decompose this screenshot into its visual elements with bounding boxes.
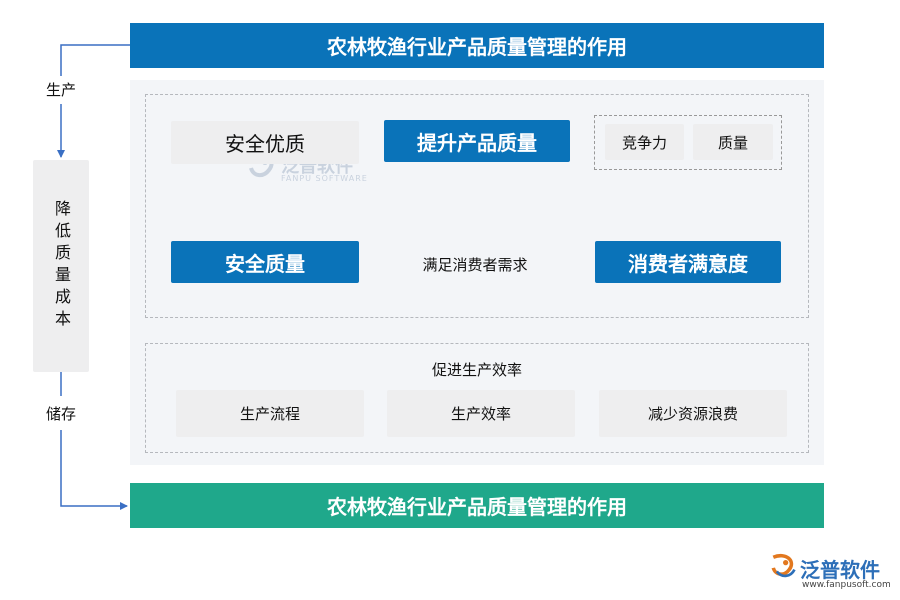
production-efficiency-box: 生产效率	[387, 390, 575, 437]
reduce-waste-box: 减少资源浪费	[599, 390, 787, 437]
fanpu-logo: 泛普软件 www.fanpusoft.com	[768, 552, 896, 596]
logo-url: www.fanpusoft.com	[802, 580, 891, 590]
connector-top-to-side	[60, 44, 130, 76]
storage-label: 储存	[45, 404, 76, 423]
safe-quality-text: 安全优质	[225, 132, 305, 156]
reduce-quality-cost-text: 降低质量成本	[52, 200, 71, 332]
upper-group	[145, 94, 809, 318]
production-process-text: 生产流程	[239, 405, 300, 423]
improve-quality-text: 提升产品质量	[417, 130, 537, 155]
bottom-banner: 农林牧渔行业产品质量管理的作用	[130, 483, 824, 528]
customer-satisfaction-box: 消费者满意度	[595, 241, 781, 283]
watermark-sub: FANPU SOFTWARE	[281, 174, 368, 183]
lower-group	[145, 343, 809, 453]
top-banner: 农林牧渔行业产品质量管理的作用	[130, 23, 824, 68]
meet-demand-label: 满足消费者需求	[422, 255, 528, 274]
production-process-box: 生产流程	[176, 390, 364, 437]
logo-brand: 泛普软件	[800, 558, 880, 582]
outcomes-group	[594, 115, 782, 170]
customer-satisfaction-text: 消费者满意度	[628, 251, 748, 276]
promote-efficiency-title: 促进生产效率	[431, 360, 522, 379]
connector-storage-to-bottom	[60, 430, 128, 510]
top-banner-title: 农林牧渔行业产品质量管理的作用	[327, 35, 627, 59]
production-efficiency-text: 生产效率	[450, 405, 511, 423]
reduce-quality-cost-box: 降低质量成本	[33, 160, 89, 372]
safe-quality-box: 安全优质	[171, 121, 359, 164]
competitiveness-box: 竞争力	[605, 124, 684, 160]
quality-text: 质量	[717, 133, 748, 152]
bottom-banner-title: 农林牧渔行业产品质量管理的作用	[327, 495, 627, 519]
fanpu-logo-icon	[771, 553, 796, 578]
improve-quality-box: 提升产品质量	[384, 120, 570, 162]
quality-box: 质量	[693, 124, 773, 160]
safety-quality-text: 安全质量	[225, 251, 305, 276]
competitiveness-text: 竞争力	[621, 133, 667, 152]
safety-quality-box: 安全质量	[171, 241, 359, 283]
production-label: 生产	[45, 80, 76, 99]
reduce-waste-text: 减少资源浪费	[647, 405, 738, 423]
